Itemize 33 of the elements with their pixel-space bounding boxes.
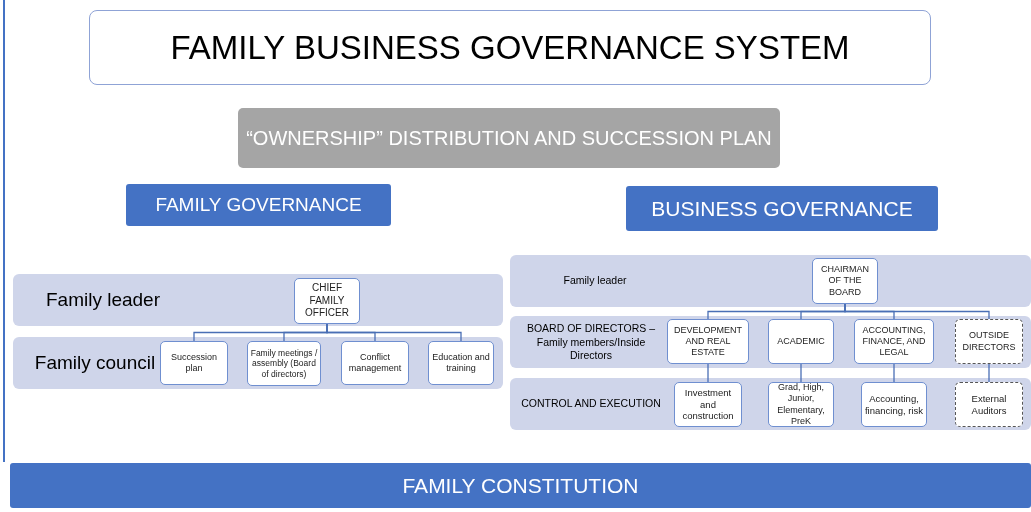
org-box: Grad, High, Junior, Elementary, PreK [768, 382, 834, 427]
org-box: DEVELOPMENT AND REAL ESTATE [667, 319, 749, 364]
org-box: Investment and construction [674, 382, 742, 427]
org-box: CHIEF FAMILY OFFICER [294, 278, 360, 324]
org-box: Education and training [428, 341, 494, 385]
connector-line [988, 363, 990, 383]
level-label: Family council [33, 350, 157, 375]
connector-line [800, 363, 802, 383]
org-box: Accounting, financing, risk [861, 382, 927, 427]
section-banner: FAMILY GOVERNANCE [126, 184, 391, 226]
level-band [510, 255, 1031, 307]
level-label: BOARD OF DIRECTORS – Family members/Inside Directors [525, 321, 657, 363]
org-box: CHAIRMAN OF THE BOARD [812, 258, 878, 304]
org-box: Conflict management [341, 341, 409, 385]
connector-line [893, 363, 895, 383]
org-box: ACCOUNTING, FINANCE, AND LEGAL [854, 319, 934, 364]
level-label: CONTROL AND EXECUTION [520, 397, 662, 411]
title-box: FAMILY BUSINESS GOVERNANCE SYSTEM [89, 10, 931, 85]
level-band [510, 316, 1031, 368]
connector-line [707, 363, 709, 383]
org-box: External Auditors [955, 382, 1023, 427]
org-box: ACADEMIC [768, 319, 834, 364]
level-band [510, 378, 1031, 430]
section-banner: FAMILY CONSTITUTION [10, 463, 1031, 508]
level-label: Family leader [562, 274, 628, 288]
org-box: OUTSIDE DIRECTORS [955, 319, 1023, 364]
org-box: Family meetings / assembly (Board of directors) [247, 341, 321, 386]
plan-banner: “OWNERSHIP” DISTRIBUTION AND SUCCESSION PLAN [238, 108, 780, 168]
level-band [13, 337, 503, 389]
level-label: Family leader [44, 287, 161, 312]
section-banner: BUSINESS GOVERNANCE [626, 186, 938, 231]
org-box: Succession plan [160, 341, 228, 385]
level-band [13, 274, 503, 326]
